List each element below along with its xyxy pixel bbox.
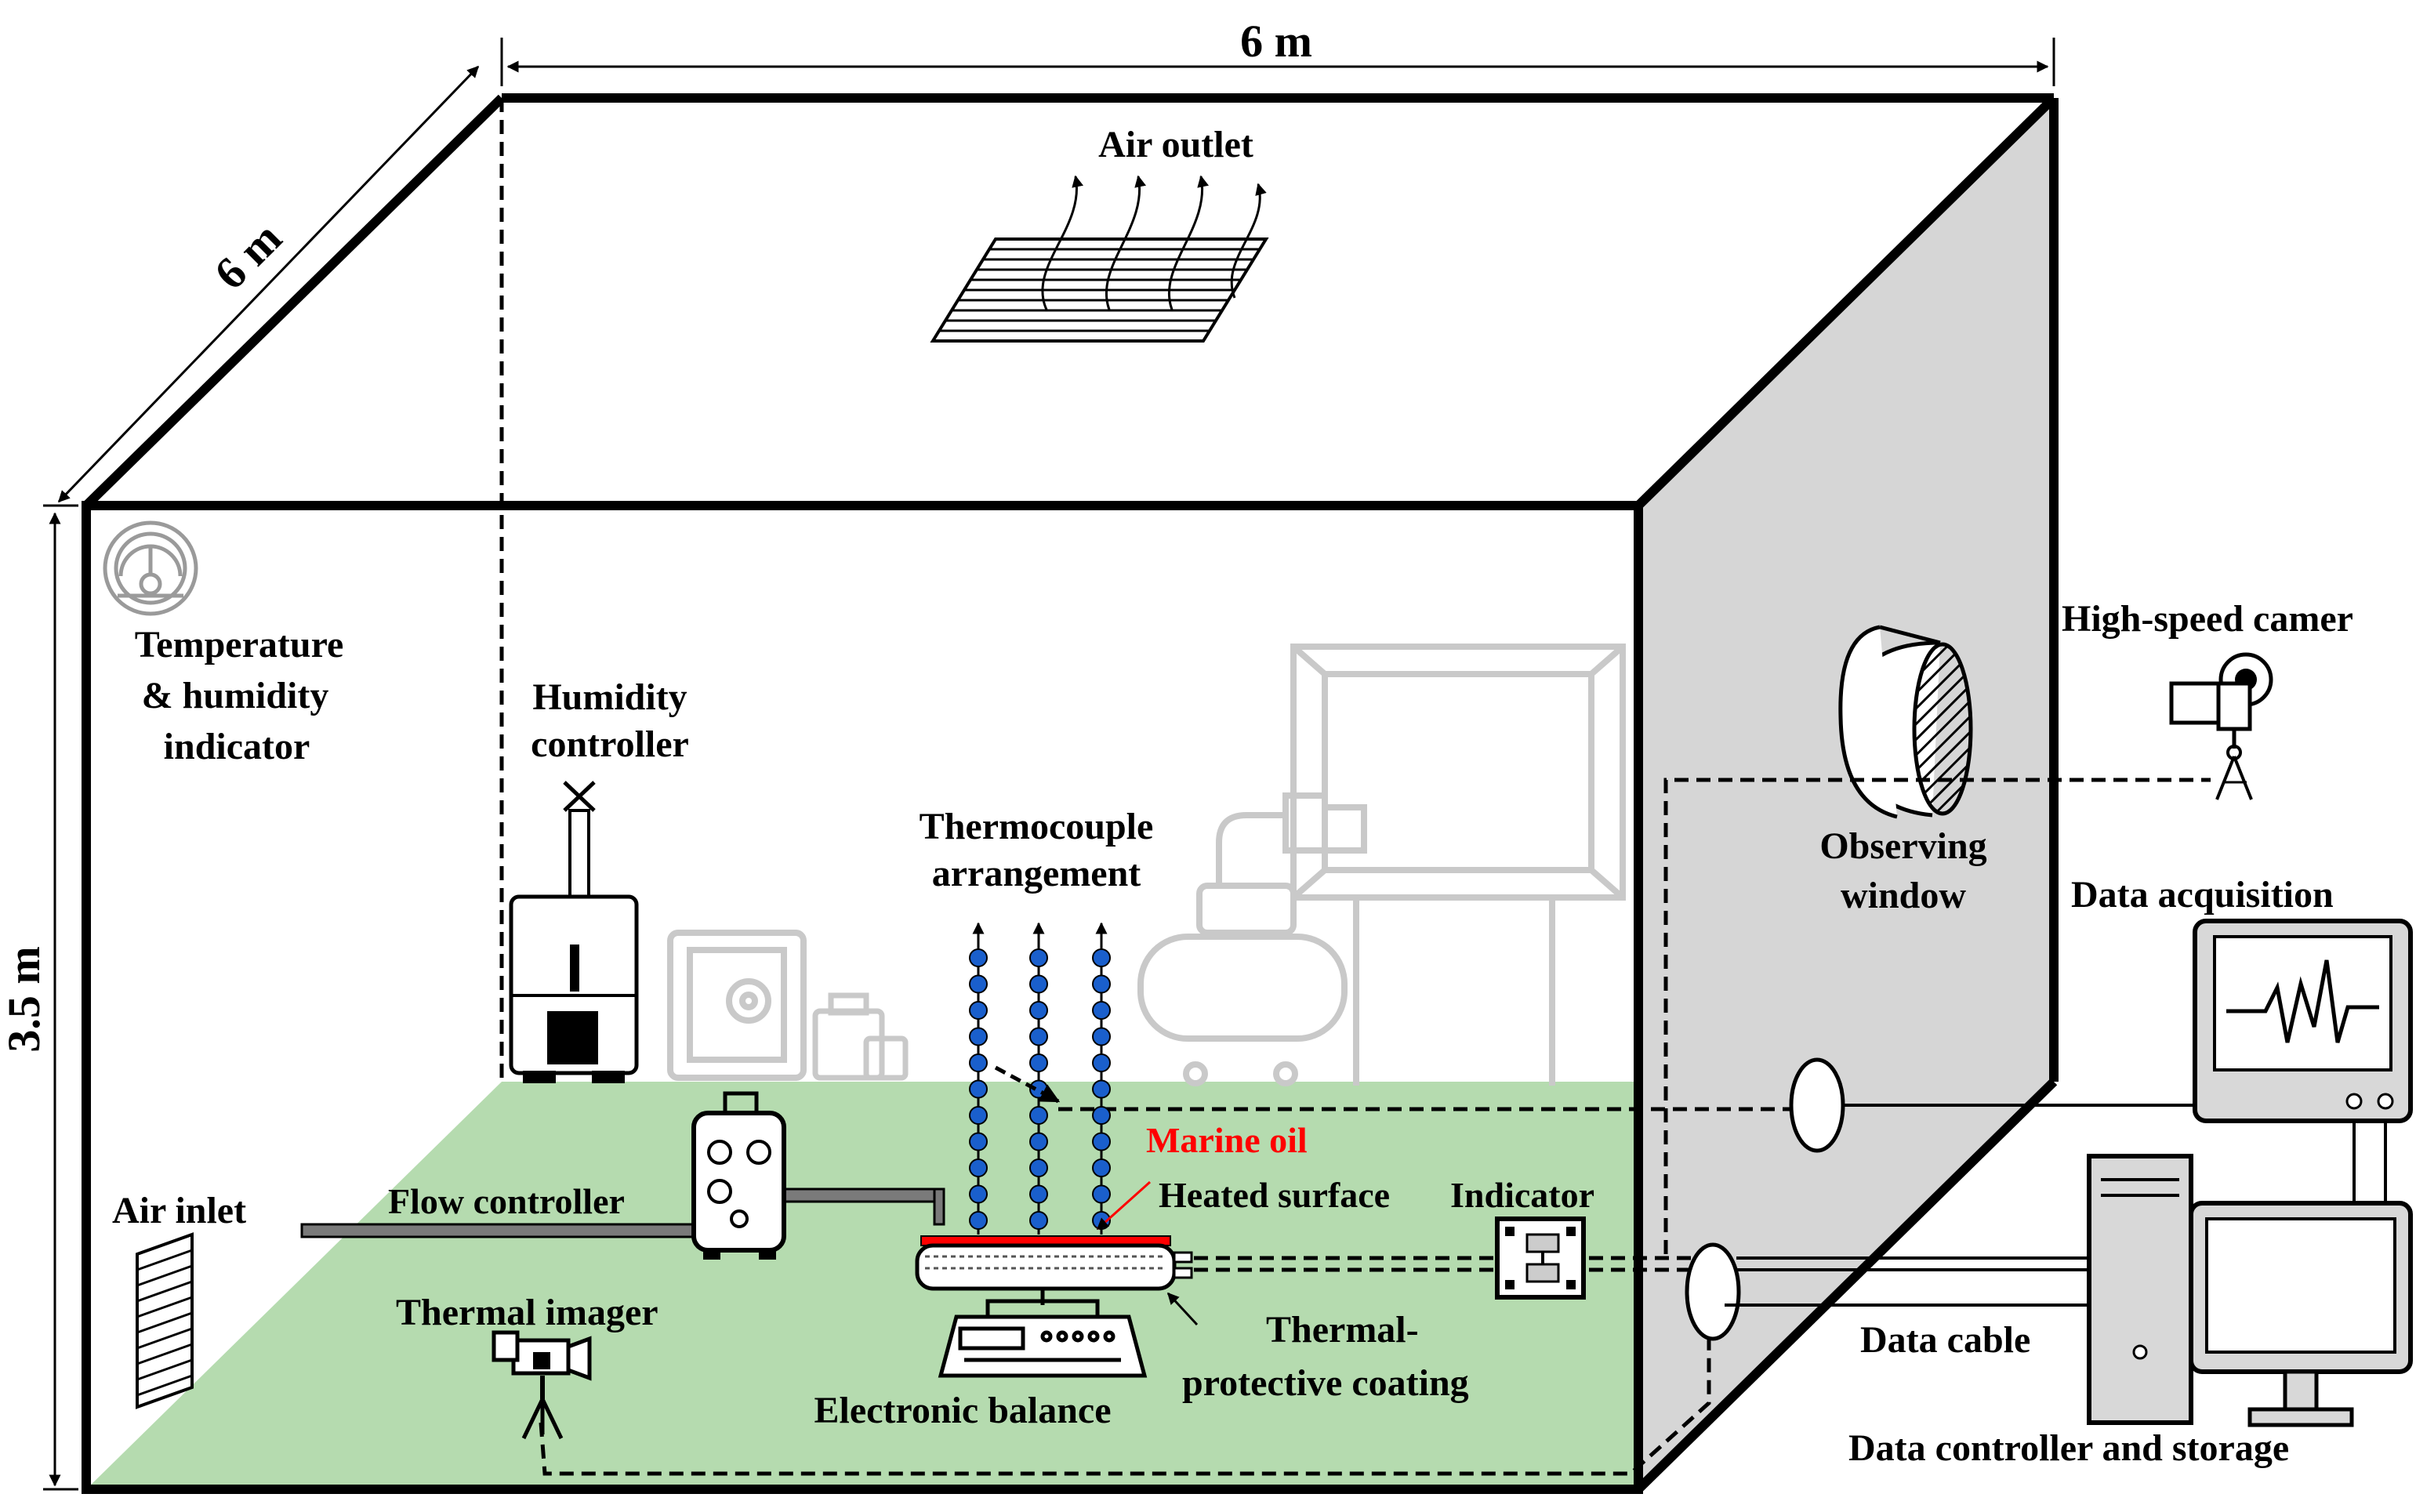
thermocouple-sensor <box>1092 1079 1111 1099</box>
thermocouple-sensor <box>1092 1158 1111 1177</box>
thermocouple-sensor <box>969 1106 988 1125</box>
temp-humidity-label-3: indicator <box>164 726 310 767</box>
thermocouple-sensor <box>969 1211 988 1230</box>
thermocouple-sensor <box>1029 1211 1048 1230</box>
chamber-right-wall <box>1638 98 2054 1489</box>
computer-icon <box>2087 1154 2413 1427</box>
thermocouple-sensor <box>1029 1027 1048 1046</box>
heated-surface <box>915 1235 1193 1291</box>
vent-grille-icon <box>930 175 1269 343</box>
thermocouple-sensor <box>1092 1001 1111 1020</box>
thermocouple-sensor <box>1029 1053 1048 1072</box>
thermocouple-label-2: arrangement <box>932 853 1141 894</box>
monitor-icon <box>2193 919 2413 1123</box>
thermocouple-sensor <box>969 974 988 994</box>
humidifier-icon <box>509 781 639 1083</box>
thermocouple-sensor <box>1092 948 1111 967</box>
heated-surface-label: Heated surface <box>1159 1175 1390 1215</box>
width-dimension-label: 6 m <box>1240 16 1312 67</box>
balance-icon <box>938 1289 1148 1378</box>
air-inlet-label: Air inlet <box>112 1190 246 1231</box>
thermocouple-sensor <box>969 948 988 967</box>
thermocouple-sensor <box>1029 1184 1048 1204</box>
thermocouple-sensor <box>1092 1184 1111 1204</box>
dimension-lines <box>43 38 2055 1491</box>
data-controller-label: Data controller and storage <box>1848 1427 2289 1469</box>
thermocouple-rakes <box>969 922 1111 1235</box>
leader-lines <box>1096 1180 1199 1326</box>
thermocouple-sensor <box>1092 1053 1111 1072</box>
thermocouple-sensor <box>1029 974 1048 994</box>
thermocouple-sensor <box>969 1027 988 1046</box>
electronic-balance-label: Electronic balance <box>814 1390 1111 1431</box>
wall-ports <box>1685 1057 1845 1341</box>
board-icon <box>1290 644 1626 1086</box>
height-dimension-label: 3.5 m <box>0 946 49 1052</box>
inlet-grille-icon <box>136 1232 194 1409</box>
thermocouple-sensor <box>1029 1132 1048 1151</box>
observing-window-label-2: window <box>1841 875 1966 916</box>
indicator-icon <box>1495 1216 1586 1300</box>
thermocouple-sensor <box>1029 1106 1048 1125</box>
gauge-icon <box>103 520 198 616</box>
flow-controller-icon <box>300 1091 945 1260</box>
thermocouple-sensor <box>969 1132 988 1151</box>
thermocouple-sensor <box>969 1053 988 1072</box>
thermal-imager-label: Thermal imager <box>396 1292 658 1333</box>
thermocouple-sensor <box>1092 974 1111 994</box>
thermocouple-sensor <box>969 1184 988 1204</box>
thermocouple-sensor <box>1092 1027 1111 1046</box>
temp-humidity-label-2: & humidity <box>142 675 329 716</box>
data-acquisition-label: Data acquisition <box>2071 874 2334 916</box>
humidity-controller-label-1: Humidity <box>532 676 687 718</box>
data-cable-label: Data cable <box>1860 1319 2030 1361</box>
safe-icon <box>667 930 807 1081</box>
thermocouple-sensor <box>969 1158 988 1177</box>
thermal-coating-label-1: Thermal- <box>1266 1309 1419 1351</box>
depth-dimension-label: 6 m <box>205 212 292 299</box>
thermocouple-sensor <box>1029 948 1048 967</box>
marine-oil-label: Marine oil <box>1146 1120 1308 1160</box>
thermocouple-sensor <box>969 1079 988 1099</box>
thermocouple-sensor <box>1029 1001 1048 1020</box>
thermocouple-sensor <box>969 1001 988 1020</box>
temp-humidity-label-1: Temperature <box>135 624 344 665</box>
observing-window-label-1: Observing <box>1819 825 1986 867</box>
thermocouple-sensor <box>1092 1132 1111 1151</box>
thermocouple-label-1: Thermocouple <box>920 806 1154 847</box>
thermocouple-sensor <box>1092 1106 1111 1125</box>
compressor-icon <box>1137 792 1367 1086</box>
flow-controller-label: Flow controller <box>388 1181 625 1221</box>
indicator-label: Indicator <box>1450 1175 1594 1215</box>
thermal-coating-label-2: protective coating <box>1182 1362 1469 1404</box>
thermocouple-sensor <box>1029 1158 1048 1177</box>
high-speed-camera-icon <box>2169 652 2273 800</box>
air-outlet-label: Air outlet <box>1098 124 1253 165</box>
observing-window-icon <box>1838 625 1973 819</box>
toolbox-icon <box>812 992 909 1081</box>
high-speed-camera-label: High-speed camer <box>2062 598 2353 640</box>
camera-icon <box>492 1330 592 1440</box>
dashed-cable-route <box>539 778 2211 1476</box>
humidity-controller-label-2: controller <box>531 723 689 765</box>
